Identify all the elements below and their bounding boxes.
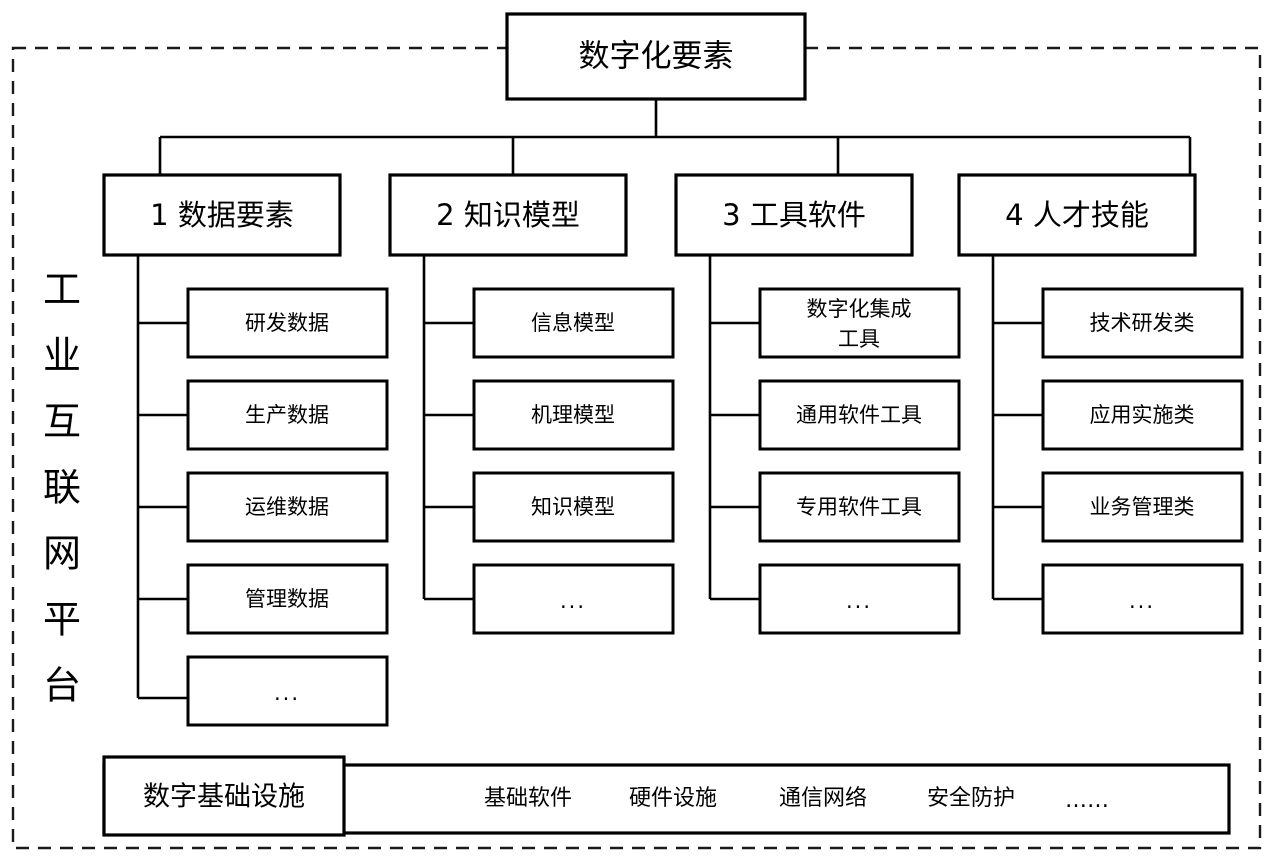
node-label: 技术研发类 [1090,311,1195,335]
node-label: 4 人才技能 [1005,198,1149,232]
node-category-4[interactable]: 4 人才技能 [957,173,1197,257]
node-box [674,173,914,257]
infrastructure-item-1: 硬件设施 [629,786,717,811]
node-label: 3 工具软件 [722,198,866,232]
node-category-1[interactable]: 1 数据要素 [102,173,342,257]
tree-connectors-col-4 [991,255,1043,601]
node-label: 2 知识模型 [436,198,580,232]
infrastructure-label-box [102,755,346,837]
node-leaf-2-3[interactable]: 知识模型 [472,471,675,543]
node-digital-elements-root[interactable]: 数字化要素 [505,12,807,101]
node-box [472,563,675,635]
node-label: ... [274,681,300,705]
side-label-char-5: 平 [43,598,81,642]
side-label-char-0: 工 [43,268,81,312]
side-label-char-1: 业 [43,334,81,378]
node-leaf-2-4[interactable]: ... [472,563,675,635]
node-label-line-1: 数字化集成 [807,297,912,321]
node-box [1041,471,1244,543]
tree-connectors-col-3 [708,255,760,601]
node-leaf-2-2[interactable]: 机理模型 [472,379,675,451]
node-label: 通用软件工具 [796,403,922,427]
node-leaf-2-1[interactable]: 信息模型 [472,287,675,359]
node-box [1041,287,1244,359]
tree-connectors-col-1 [136,255,188,700]
node-leaf-3-1[interactable]: 数字化集成 工具 [758,287,961,359]
infrastructure-item-0: 基础软件 [484,786,572,811]
node-label: 运维数据 [245,495,329,519]
node-box [957,173,1197,257]
infrastructure-item-2: 通信网络 [779,786,867,811]
node-leaf-1-2[interactable]: 生产数据 [186,379,389,451]
node-category-3[interactable]: 3 工具软件 [674,173,914,257]
side-label-char-2: 互 [43,400,81,444]
node-box [758,471,961,543]
node-box [186,655,389,727]
node-label: 专用软件工具 [796,495,922,519]
node-leaf-3-4[interactable]: ... [758,563,961,635]
node-label: 生产数据 [245,403,329,427]
node-box [1041,379,1244,451]
node-leaf-1-5[interactable]: ... [186,655,389,727]
node-label: 1 数据要素 [150,198,294,232]
node-box [758,379,961,451]
node-box [102,173,342,257]
node-label: 数字化要素 [579,39,734,75]
node-label-line-2: 工具 [838,327,880,351]
node-box [758,563,961,635]
side-label-char-3: 联 [43,466,81,510]
node-box [186,287,389,359]
node-box [505,12,807,101]
node-box [472,379,675,451]
node-label: 知识模型 [531,495,615,519]
node-box [388,173,628,257]
side-label-char-6: 台 [43,664,81,708]
node-leaf-1-3[interactable]: 运维数据 [186,471,389,543]
node-label: ... [1129,589,1155,613]
node-leaf-1-4[interactable]: 管理数据 [186,563,389,635]
node-leaf-3-3[interactable]: 专用软件工具 [758,471,961,543]
node-leaf-4-2[interactable]: 应用实施类 [1041,379,1244,451]
infrastructure-item-4: …… [1065,788,1109,813]
node-box [758,287,961,359]
node-box [472,471,675,543]
node-label: ... [560,589,586,613]
node-box [1041,563,1244,635]
node-label: 业务管理类 [1090,495,1195,519]
node-box [186,379,389,451]
node-leaf-1-1[interactable]: 研发数据 [186,287,389,359]
node-category-2[interactable]: 2 知识模型 [388,173,628,257]
node-box [186,471,389,543]
infrastructure-item-3: 安全防护 [927,786,1015,811]
tree-connectors-top [158,99,1192,175]
node-label: 应用实施类 [1090,403,1195,427]
side-label-char-4: 网 [43,532,81,576]
node-label: 研发数据 [245,311,329,335]
infrastructure-label: 数字基础设施 [143,782,305,813]
side-label-vertical: 工 业 互 联 网 平 台 [43,268,81,708]
infrastructure-bar[interactable]: 数字基础设施 基础软件 硬件设施 通信网络 安全防护 …… [102,755,1231,837]
node-box [472,287,675,359]
node-leaf-3-2[interactable]: 通用软件工具 [758,379,961,451]
node-leaf-4-4[interactable]: ... [1041,563,1244,635]
node-leaf-4-1[interactable]: 技术研发类 [1041,287,1244,359]
node-label: 机理模型 [531,403,615,427]
node-leaf-4-3[interactable]: 业务管理类 [1041,471,1244,543]
node-label: 信息模型 [531,311,615,335]
node-label: 管理数据 [245,587,329,611]
node-label: ... [846,589,872,613]
tree-connectors-col-2 [422,255,474,601]
node-box [186,563,389,635]
